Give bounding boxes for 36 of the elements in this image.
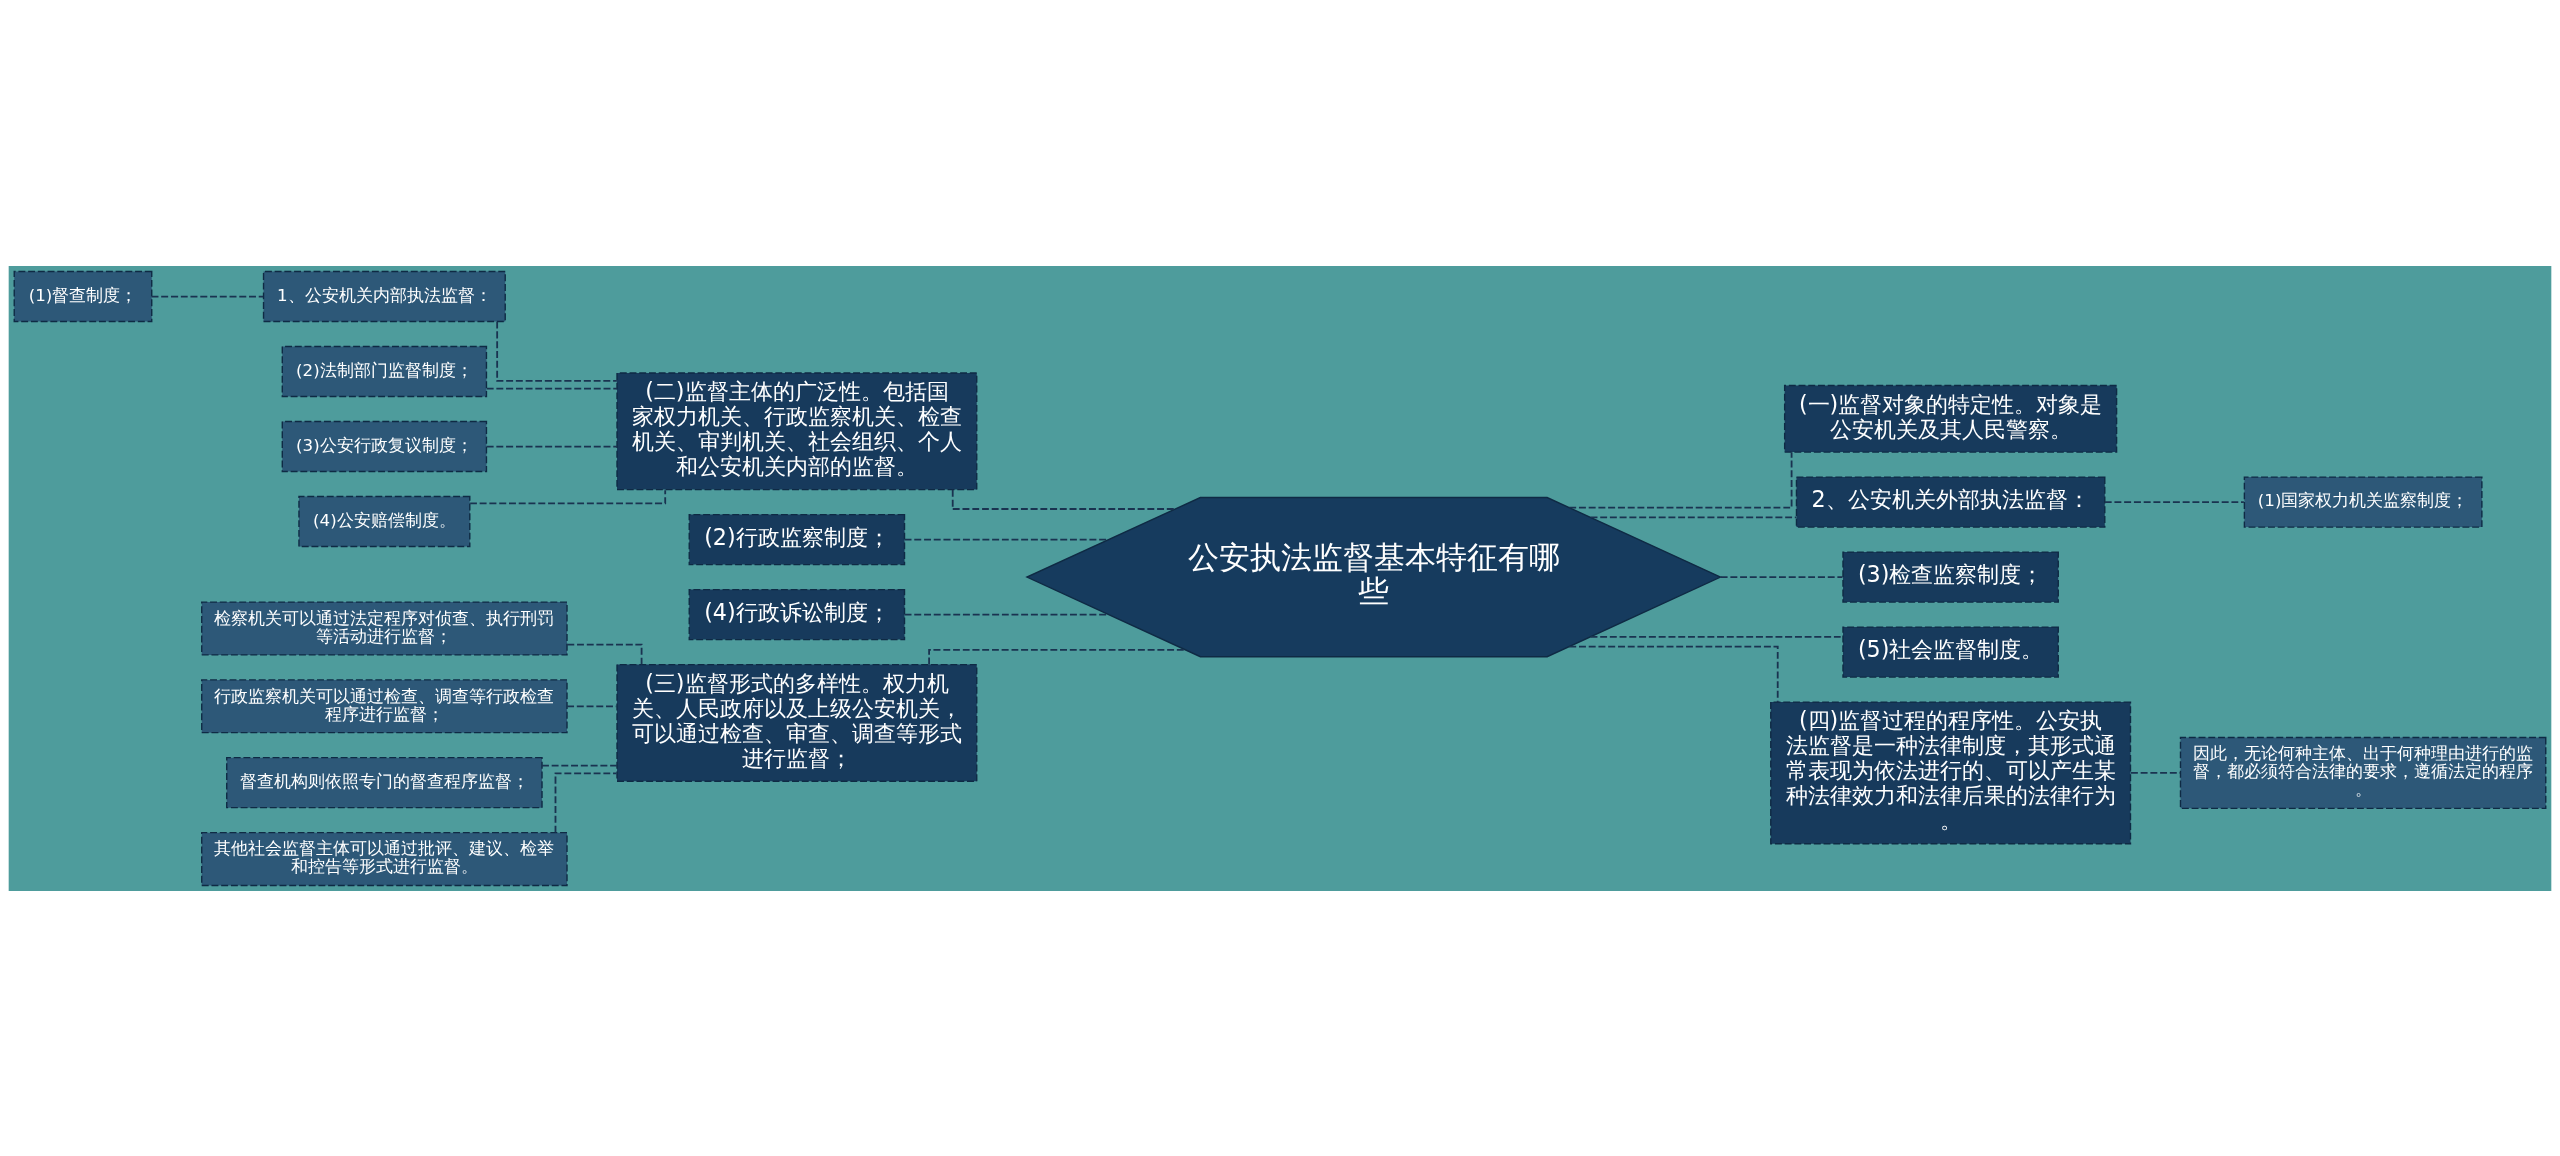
node-box: (四)监督过程的程序性。公安执法监督是一种法律制度，其形式通常表现为依法进行的、可以产生某种法律效力和法律后果的法律行为。 xyxy=(1770,700,2132,844)
node-box: 行政监察机关可以通过检查、调查等行政检查程序进行监督； xyxy=(201,678,568,733)
node-box: 因此，无论何种主体、出于何种理由进行的监督，都必须符合法律的要求，遵循法定的程序。 xyxy=(2179,736,2547,809)
node-box: 2、公安机关外部执法监督： xyxy=(1795,475,2106,528)
connector xyxy=(1589,515,1798,518)
connector xyxy=(951,488,1176,510)
node-box: (2)行政监察制度； xyxy=(688,513,906,565)
node-box: (3)检查监察制度； xyxy=(1842,550,2059,603)
connector xyxy=(1568,645,1779,703)
connector xyxy=(485,445,618,447)
connector xyxy=(1719,575,1844,578)
connector xyxy=(1568,450,1793,508)
node-box: 检察机关可以通过法定程序对侦查、执行刑罚等活动进行监督； xyxy=(201,600,568,656)
connector xyxy=(485,387,618,390)
node-box: (1)督查制度； xyxy=(13,270,153,322)
node-box: (2)法制部门监督制度； xyxy=(281,345,488,397)
connector xyxy=(566,643,643,665)
node-box: 督查机构则依照专门的督查程序监督； xyxy=(226,756,543,808)
node-box: (5)社会监督制度。 xyxy=(1842,625,2059,678)
connector xyxy=(554,772,618,833)
node-box: 1、公安机关内部执法监督： xyxy=(262,270,506,322)
node-box: (1)国家权力机关监察制度； xyxy=(2243,475,2483,528)
connector xyxy=(928,648,1187,665)
connector xyxy=(469,488,667,504)
node-box: (一)监督对象的特定性。对象是公安机关及其人民警察。 xyxy=(1783,384,2118,453)
node-box: (4)公安赔偿制度。 xyxy=(298,495,471,547)
connector xyxy=(2103,500,2245,503)
connector xyxy=(150,295,265,297)
node-box: (3)公安行政复议制度； xyxy=(281,420,488,472)
node-box: 其他社会监督主体可以通过批评、建议、检举和控告等形式进行监督。 xyxy=(201,831,568,886)
node-box: (三)监督形式的多样性。权力机关、人民政府以及上级公安机关，可以通过检查、审查、调查等形式进行监督； xyxy=(616,663,978,782)
connector xyxy=(541,764,618,766)
node-box: (二)监督主体的广泛性。包括国家权力机关、行政监察机关、检查机关、审判机关、社会组织、个人和公安机关内部的监督。 xyxy=(616,371,978,490)
connector xyxy=(1589,635,1844,638)
node-box: (4)行政诉讼制度； xyxy=(688,588,906,640)
connector xyxy=(496,320,618,382)
